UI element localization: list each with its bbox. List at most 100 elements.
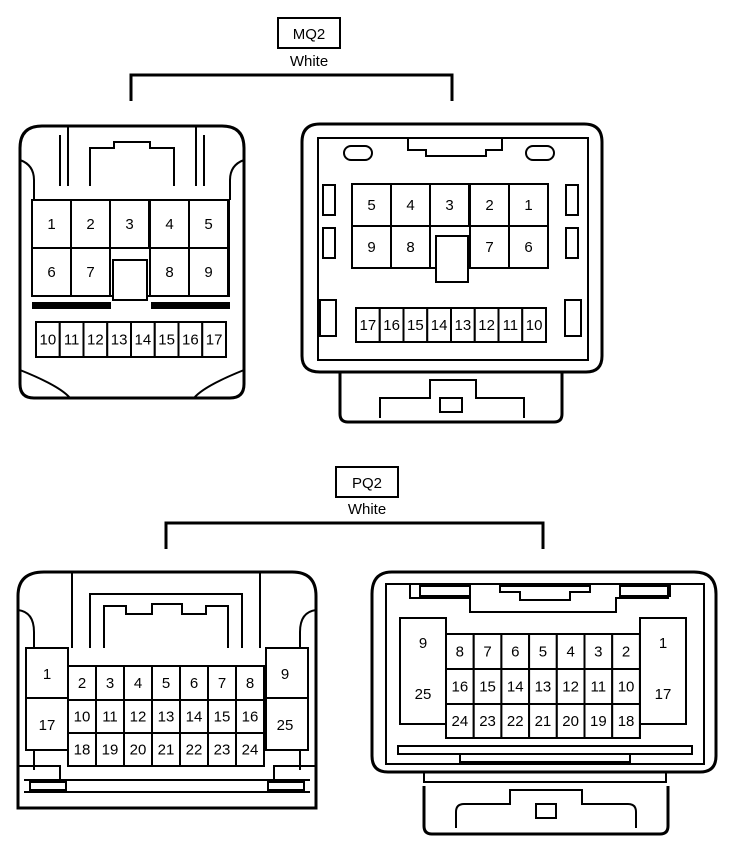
pq2-female-pin-number: 7 [483,644,491,661]
pq2-female-pin-number: 23 [479,713,496,730]
pq2-male-pin-number: 21 [158,742,175,759]
pq2-male-pin-number: 20 [130,742,147,759]
mq2-female-pin-cavity [508,225,549,269]
pq2-female-pin-number: 2 [622,644,630,661]
pq2-female-pin-number: 6 [511,644,519,661]
pq2-male-pin-cavity [67,699,97,734]
mq2-male-pin-cavity [70,247,111,297]
mq2-male-pin-number: 8 [165,264,173,281]
mq2-color-label: White [290,53,328,70]
pq2-female-side-pin-number: 17 [655,686,672,703]
mq2-female-pin-number: 17 [360,317,377,334]
pq2-header: PQ2 White [164,466,545,549]
pq2-female-pin-cavity [555,668,586,705]
mq2-male-pin-number: 15 [158,332,175,349]
mq2-female-pin-number: 4 [406,197,414,214]
mq2-male-pin-cavity [31,247,72,297]
mq2-female-pin-cavity [390,225,431,269]
pq2-male-pin-cavity [67,732,97,767]
mq2-female-pin-number: 13 [455,317,472,334]
pq2-male-side-pin-number: 25 [277,717,294,734]
pq2-male-pin-number: 8 [246,675,254,692]
pq2-female-pin-number: 21 [535,713,552,730]
mq2-female-pin-number: 14 [431,317,448,334]
pq2-male-pin-cavity [179,699,209,734]
pq2-male-side-pin-number: 17 [39,717,56,734]
mq2-male-pin-number: 11 [64,332,80,349]
pq2-male-pin-number: 22 [186,742,203,759]
pq2-female-pin-number: 10 [618,679,635,696]
pq2-female-pin-cavity [472,668,503,705]
pq2-female-pin-cavity [445,668,475,705]
pq2-female-pin-number: 22 [507,713,524,730]
pq2-male-pin-number: 15 [214,709,231,726]
mq2-header: MQ2 White [129,17,454,101]
pq2-male-pin-number: 6 [190,675,198,692]
mq2-male-pin-number: 14 [135,332,152,349]
pq2-male-pin-cavity [235,732,265,767]
mq2-male-pin-cavity [188,247,229,297]
pq2-color-label: White [348,501,386,518]
pq2-female-side-pin-number: 9 [419,635,427,652]
pq2-female-pin-cavity [528,633,558,670]
pq2-female-side-pin-number: 1 [659,635,667,652]
mq2-female-pin-number: 1 [524,197,532,214]
pq2-female-pin-cavity [583,668,614,705]
mq2-male-pin-number: 13 [111,332,128,349]
pq2-female-pin-number: 16 [452,679,469,696]
pq2-id-label: PQ2 [352,475,382,492]
pq2-female-pin-number: 5 [539,644,547,661]
mq2-female-pin-number: 11 [503,317,519,334]
pq2-male-pin-number: 7 [218,675,226,692]
pq2-female-pin-number: 19 [590,713,607,730]
mq2-female-pin-cavity [521,307,547,343]
mq2-female-pin-number: 6 [524,239,532,256]
mq2-female-pin-number: 10 [526,317,543,334]
pq2-male-pin-number: 2 [78,675,86,692]
pq2-female-pin-cavity [555,703,586,739]
mq2-male-pin-number: 2 [86,216,94,233]
mq2-male-pin-cavity [188,199,229,249]
pq2-male-pin-cavity [207,732,237,767]
pq2-male-pin-cavity [207,699,237,734]
mq2-male-pin-number: 12 [87,332,104,349]
mq2-male-pin-cavity [201,321,227,358]
pq2-male-pin-number: 13 [158,709,175,726]
pq2-female-pin-number: 12 [562,679,579,696]
pq2-female-pin-number: 18 [618,713,635,730]
mq2-female-pin-number: 5 [367,197,375,214]
pq2-female-pin-cavity [500,633,531,670]
pq2-female-pin-cavity [445,703,475,739]
mq2-bracket [129,73,454,101]
mq2-male-pin-number: 17 [206,332,223,349]
mq2-female-pin-number: 7 [485,239,493,256]
pq2-female-pin-number: 20 [562,713,579,730]
mq2-female-pin-number: 2 [485,197,493,214]
pq2-male-side-pin-number: 1 [43,666,51,683]
pq2-male-pin-number: 4 [134,675,142,692]
pq2-male-pin-cavity [123,732,153,767]
mq2-male-pin-number: 6 [47,264,55,281]
pq2-female-side-pin-number: 25 [415,686,432,703]
pq2-male-side-pin-number: 9 [281,666,289,683]
mq2-male-pin-number: 5 [204,216,212,233]
pq2-female-pin-number: 3 [594,644,602,661]
pq2-male-pin-cavity [179,732,209,767]
mq2-female-pin-number: 3 [445,197,453,214]
pq2-male-pin-cavity [235,665,265,701]
pq2-male-pin-number: 23 [214,742,231,759]
mq2-male-pin-number: 10 [40,332,57,349]
mq2-male-pin-number: 16 [182,332,199,349]
pq2-female-pin-cavity [611,633,641,670]
pq2-bracket [164,521,545,549]
pq2-male-pin-number: 24 [242,742,259,759]
pq2-female-pin-cavity [611,703,641,739]
mq2-female-pin-number: 16 [383,317,400,334]
pq2-female-pin-number: 24 [452,713,469,730]
pq2-female-pin-cavity [500,703,531,739]
